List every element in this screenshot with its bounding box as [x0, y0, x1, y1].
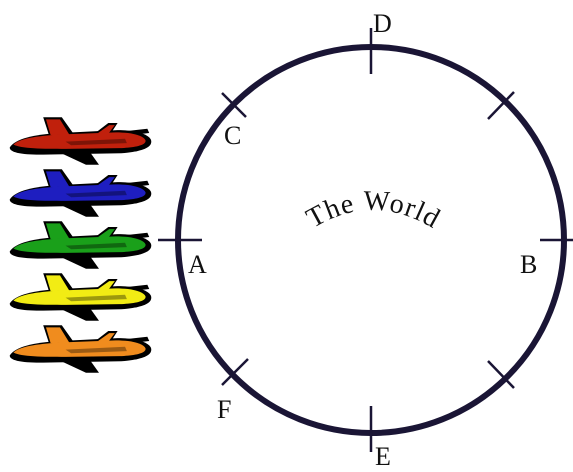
blue-plane-icon: [10, 169, 152, 217]
world-title: The World: [301, 186, 445, 235]
green-plane-icon: [10, 221, 152, 269]
red-plane-icon: [10, 117, 152, 165]
point-label-b: B: [520, 250, 537, 279]
planes-group: [10, 117, 152, 373]
point-label-a: A: [188, 250, 207, 279]
point-label-c: C: [224, 121, 241, 150]
yellow-plane-icon: [10, 273, 152, 321]
tick-marks: [158, 28, 573, 452]
world-title-text: The World: [301, 186, 445, 235]
point-label-f: F: [217, 395, 231, 424]
point-label-e: E: [375, 442, 391, 471]
point-label-d: D: [373, 9, 392, 38]
orange-plane-icon: [10, 325, 152, 373]
world-circle: [178, 47, 564, 433]
